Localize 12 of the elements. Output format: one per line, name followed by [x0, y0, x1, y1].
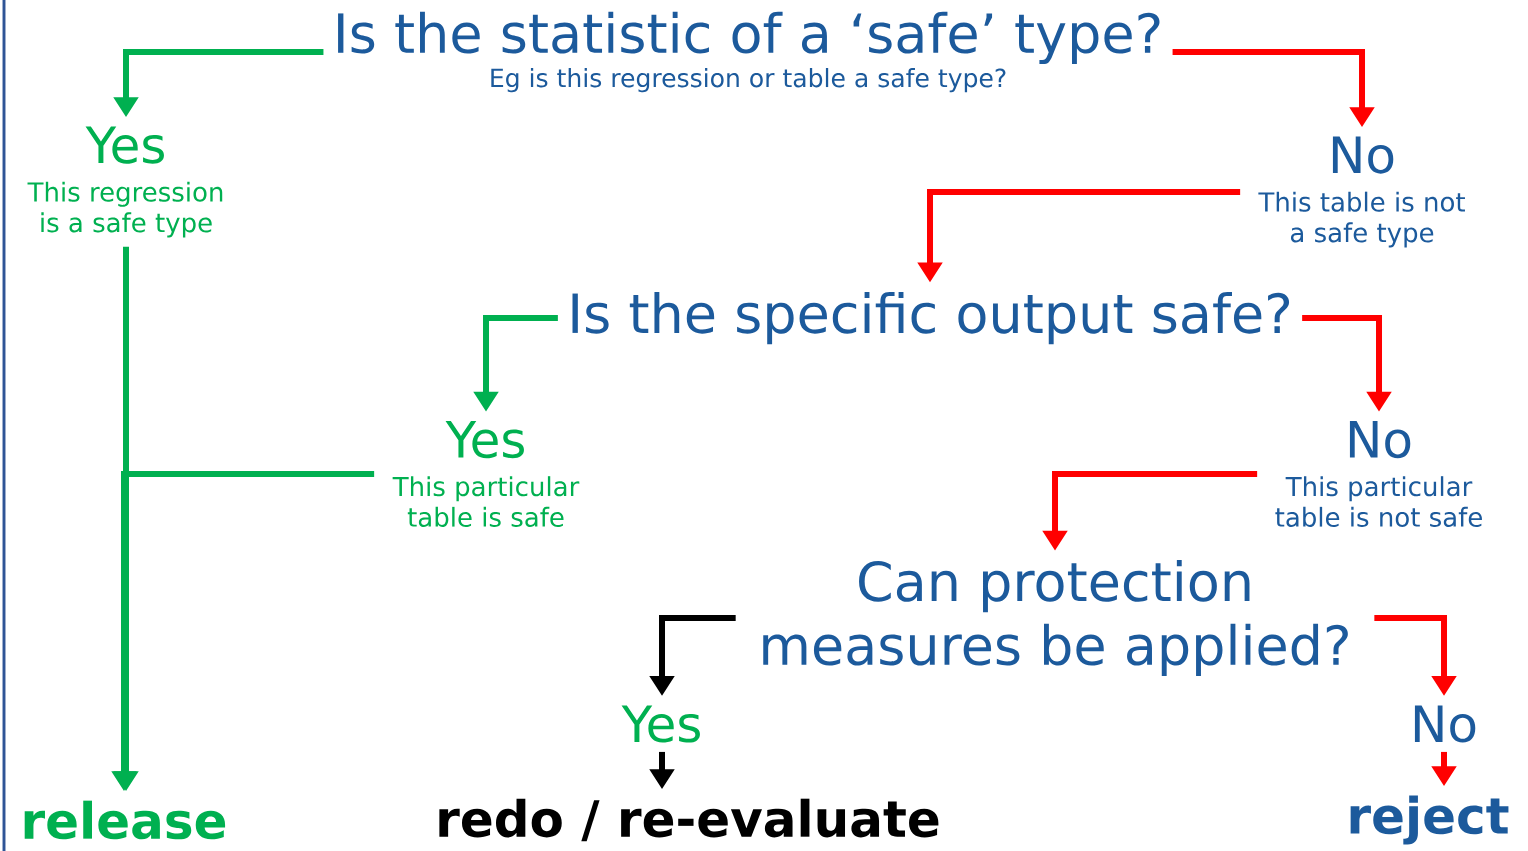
outcome-text: redo / re-evaluate [439, 798, 939, 842]
answer-text: Yes This regression is a safe type [27, 126, 223, 238]
question-text: Can protection measures be applied? [763, 560, 1348, 676]
answer-text: Yes [621, 705, 700, 743]
answer-text: Yes This particular table is safe [392, 421, 580, 527]
answer-text: No This particular table is not safe [1275, 421, 1482, 527]
question-text: Is the specific output safe? [572, 291, 1290, 345]
outcome-text: release [24, 800, 226, 840]
outcome-text: reject [1350, 795, 1509, 845]
answer-text: No This table is not a safe type [1258, 136, 1465, 248]
question-text: Is the statistic of a ‘safe’ type? Eg is this regression or table a safe type? [338, 11, 1160, 93]
answer-text: No [1414, 705, 1476, 743]
